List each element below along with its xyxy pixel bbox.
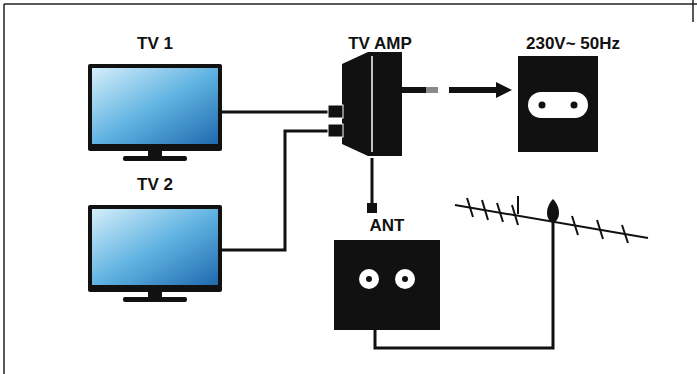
frame-line — [692, 0, 694, 22]
coax-pin — [366, 276, 372, 282]
coax-jack — [359, 269, 379, 289]
node-label: 230V~ 50Hz — [526, 34, 658, 54]
antenna-element — [622, 225, 628, 243]
antenna-element — [572, 216, 578, 235]
tv-cable — [222, 111, 328, 114]
node-label: TV AMP — [328, 34, 432, 54]
node-label: TV 1 — [88, 34, 222, 54]
antenna-element — [482, 200, 488, 220]
tv-screen — [92, 209, 218, 285]
tv-bezel — [88, 64, 222, 151]
socket-face — [528, 92, 588, 118]
plug-pin — [426, 87, 438, 93]
node-label: ANT — [334, 216, 440, 236]
antenna-element — [497, 203, 503, 222]
plug-pin — [402, 87, 426, 93]
coax-jack — [395, 269, 415, 289]
coax-pin — [402, 276, 408, 282]
socket-hole — [571, 102, 578, 109]
tv-stand — [123, 297, 187, 302]
amplifier-seam — [371, 56, 373, 152]
output-port — [328, 124, 343, 137]
node-outline — [88, 34, 222, 162]
antenna-element — [467, 198, 473, 217]
frame-line — [3, 4, 5, 374]
antenna-socket: ANT — [334, 203, 440, 331]
tv-bezel — [88, 205, 222, 292]
output-port — [328, 105, 343, 118]
frame-line — [4, 3, 697, 5]
wall-socket — [518, 56, 598, 152]
antenna-cable — [371, 158, 374, 203]
coax-plug — [367, 203, 377, 213]
socket-hole — [539, 102, 546, 109]
tv-cable — [222, 131, 328, 250]
plug-in-arrow — [449, 87, 498, 93]
tv-set: TV 2 — [88, 175, 222, 303]
amplifier-body — [342, 52, 402, 156]
tv-stand — [123, 156, 187, 161]
node-label: TV 2 — [88, 175, 222, 195]
power-socket: 230V~ 50Hz — [518, 34, 660, 156]
node-outline — [88, 175, 222, 303]
tv-set: TV 1 — [88, 34, 222, 162]
antenna-wall-socket — [334, 240, 440, 330]
antenna-dipole — [547, 199, 559, 223]
antenna-element — [597, 220, 603, 239]
tv-screen — [92, 68, 218, 144]
antenna-mast — [517, 196, 519, 214]
tv-amplifier: TV AMP — [328, 34, 443, 158]
